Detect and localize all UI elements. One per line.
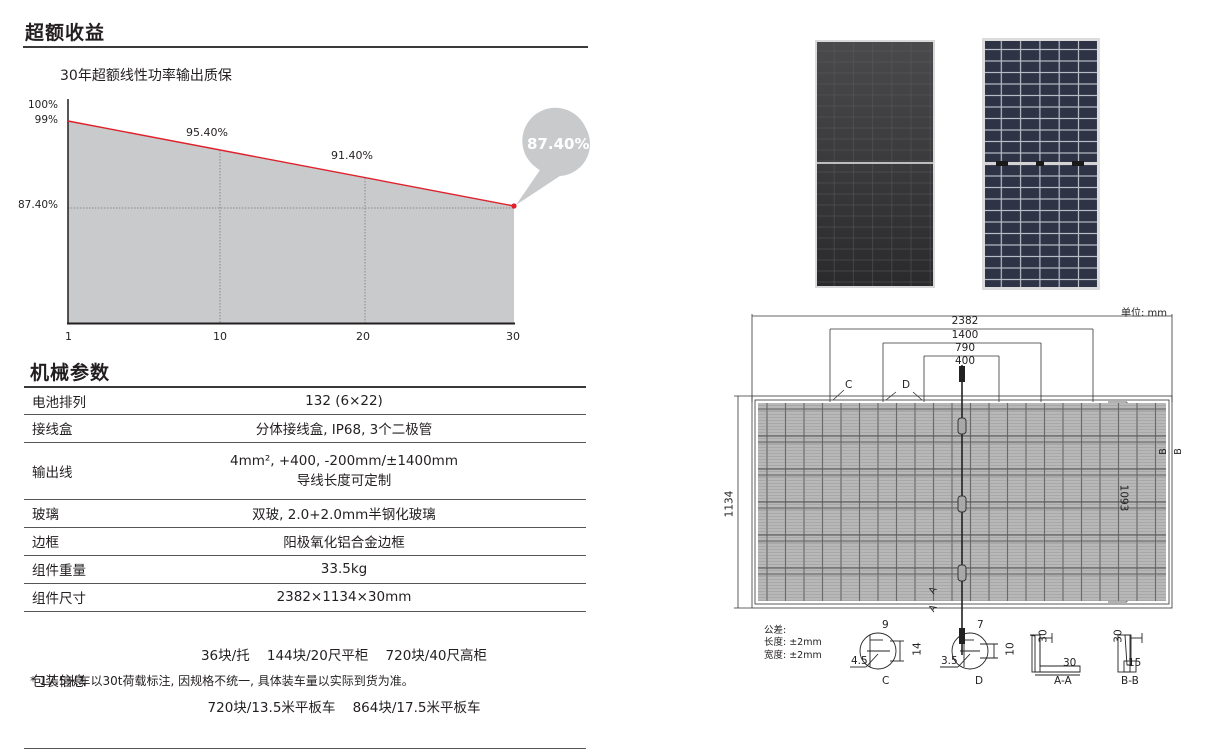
detail-c-height: 14	[911, 642, 924, 656]
table-row: 组件重量 33.5kg	[24, 555, 586, 584]
spec-key: 电池排列	[24, 386, 182, 415]
spec-value-line2: 导线长度可定制	[296, 472, 392, 489]
table-row: 组件尺寸 2382×1134×30mm	[24, 583, 586, 612]
section-title-excess-gain: 超额收益	[25, 22, 106, 44]
dim-2382: 2382	[951, 315, 979, 327]
dim-790: 790	[954, 342, 976, 354]
point-label-year10: 95.40%	[186, 126, 228, 139]
x-label-1: 1	[65, 330, 72, 343]
section-aa-height: 30	[1037, 629, 1050, 643]
dim-1134: 1134	[723, 490, 736, 518]
table-row: 接线盒 分体接线盒, IP68, 3个二极管	[24, 414, 586, 443]
spec-value: 分体接线盒, IP68, 3个二极管	[182, 414, 586, 443]
spec-value: 33.5kg	[182, 555, 586, 584]
spec-key: 输出线	[24, 442, 182, 500]
table-row: 输出线 4mm², +400, -200mm/±1400mm 导线长度可定制	[24, 442, 586, 500]
marker-b-1: B	[1157, 448, 1169, 455]
chart-plot	[67, 99, 590, 325]
spec-value: 阳极氧化铝合金边框	[182, 527, 586, 556]
y-label-8740: 87.40%	[18, 199, 59, 211]
dim-1400: 1400	[951, 329, 979, 341]
spec-key: 组件尺寸	[24, 583, 182, 612]
dim-1093: 1093	[1117, 484, 1130, 512]
detail-d-label: D	[975, 675, 984, 687]
spec-key: 组件重量	[24, 555, 182, 584]
spec-value-line1: 4mm², +400, -200mm/±1400mm	[229, 452, 458, 469]
unit-label: 单位: mm	[1121, 308, 1168, 319]
dim-400: 400	[954, 355, 976, 367]
detail-d-height: 10	[1004, 642, 1017, 656]
section-bb-height: 30	[1112, 629, 1125, 643]
section-divider	[23, 46, 588, 48]
spec-value: 2382×1134×30mm	[182, 583, 586, 612]
tolerance-width: 宽度: ±2mm	[764, 650, 822, 661]
spec-value-line2: 720块/13.5米平板车 864块/17.5米平板车	[207, 699, 481, 716]
spec-key: 玻璃	[24, 499, 182, 528]
mech-spec-table: 电池排列 132 (6×22) 接线盒 分体接线盒, IP68, 3个二极管 输…	[24, 386, 586, 749]
marker-d: D	[902, 379, 911, 391]
spec-value-line1: 36块/托 144块/20尺平柜 720块/40尺高柜	[200, 647, 488, 664]
section-bb-width: 15	[1128, 657, 1142, 669]
chart-subtitle: 30年超额线性功率输出质保	[60, 68, 232, 84]
detail-c-width: 9	[882, 619, 889, 631]
spec-key: 边框	[24, 527, 182, 556]
spec-value: 4mm², +400, -200mm/±1400mm 导线长度可定制	[182, 442, 586, 500]
spec-value: 双玻, 2.0+2.0mm半钢化玻璃	[182, 499, 586, 528]
detail-c-label: C	[882, 675, 890, 687]
section-bb-label: B-B	[1121, 675, 1139, 687]
section-aa-width: 30	[1063, 657, 1077, 669]
spec-key: 接线盒	[24, 414, 182, 443]
spec-value: 132 (6×22)	[182, 386, 586, 415]
callout-label-year30: 87.40%	[527, 135, 590, 153]
detail-d-width: 7	[977, 619, 984, 631]
tolerance-title: 公差:	[764, 625, 787, 636]
table-row: 电池排列 132 (6×22)	[24, 386, 586, 415]
section-title-mech-params: 机械参数	[30, 362, 111, 384]
footnote: * 17.5米车以30t荷载标注, 因规格不统一, 具体装车量以实际到货为准。	[30, 674, 414, 688]
y-label-99: 99%	[34, 114, 58, 126]
marker-c: C	[845, 379, 853, 391]
detail-c-diameter: 4.5	[851, 655, 868, 667]
detail-d-diameter: 3.5	[941, 655, 958, 667]
marker-b-2: B	[1172, 448, 1184, 455]
table-row: 边框 阳极氧化铝合金边框	[24, 527, 586, 556]
y-label-100: 100%	[27, 99, 58, 111]
x-label-10: 10	[213, 330, 227, 343]
point-label-year20: 91.40%	[331, 149, 373, 162]
table-row: 玻璃 双玻, 2.0+2.0mm半钢化玻璃	[24, 499, 586, 528]
x-label-30: 30	[506, 330, 520, 343]
tolerance-length: 长度: ±2mm	[764, 637, 822, 648]
section-aa-label: A-A	[1054, 675, 1072, 687]
x-label-20: 20	[356, 330, 370, 343]
